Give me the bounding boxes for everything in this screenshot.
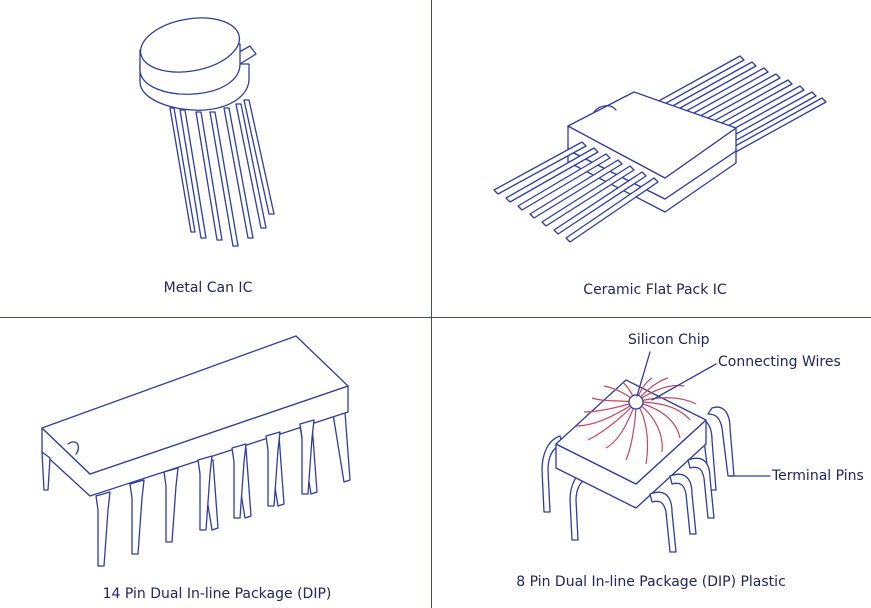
dip14-caption: 14 Pin Dual In-line Package (DIP) — [102, 586, 332, 602]
metal-can-leads — [169, 99, 275, 247]
connecting-wires-leader — [651, 363, 717, 401]
dip14-front-pins — [95, 419, 315, 567]
dip14-end-pin — [41, 451, 51, 491]
flat-pack-leads-front — [493, 141, 659, 243]
metal-can-top — [139, 17, 241, 73]
flat-pack-top — [567, 91, 737, 179]
metal-can-ic — [139, 17, 275, 247]
connecting-wires-label: Connecting Wires — [718, 354, 841, 370]
terminal-pins-label: Terminal Pins — [772, 468, 864, 484]
dip14-package — [41, 335, 351, 567]
vertical-divider — [431, 0, 432, 608]
silicon-chip-label: Silicon Chip — [628, 332, 710, 348]
silicon-chip-leader — [636, 351, 651, 397]
dip14-notch — [67, 441, 80, 455]
dip8-front-pins — [649, 457, 715, 553]
flat-pack-notch — [593, 105, 617, 113]
flat-pack-caption: Ceramic Flat Pack IC — [583, 282, 727, 298]
metal-can-caption: Metal Can IC — [163, 280, 253, 296]
dip14-body-top — [41, 335, 349, 475]
horizontal-divider — [0, 317, 871, 318]
dip8-silicon-chip — [628, 394, 644, 410]
dip8-package — [541, 351, 771, 553]
dip8-caption: 8 Pin Dual In-line Package (DIP) Plastic — [516, 574, 786, 590]
ceramic-flat-pack-ic — [493, 55, 827, 243]
